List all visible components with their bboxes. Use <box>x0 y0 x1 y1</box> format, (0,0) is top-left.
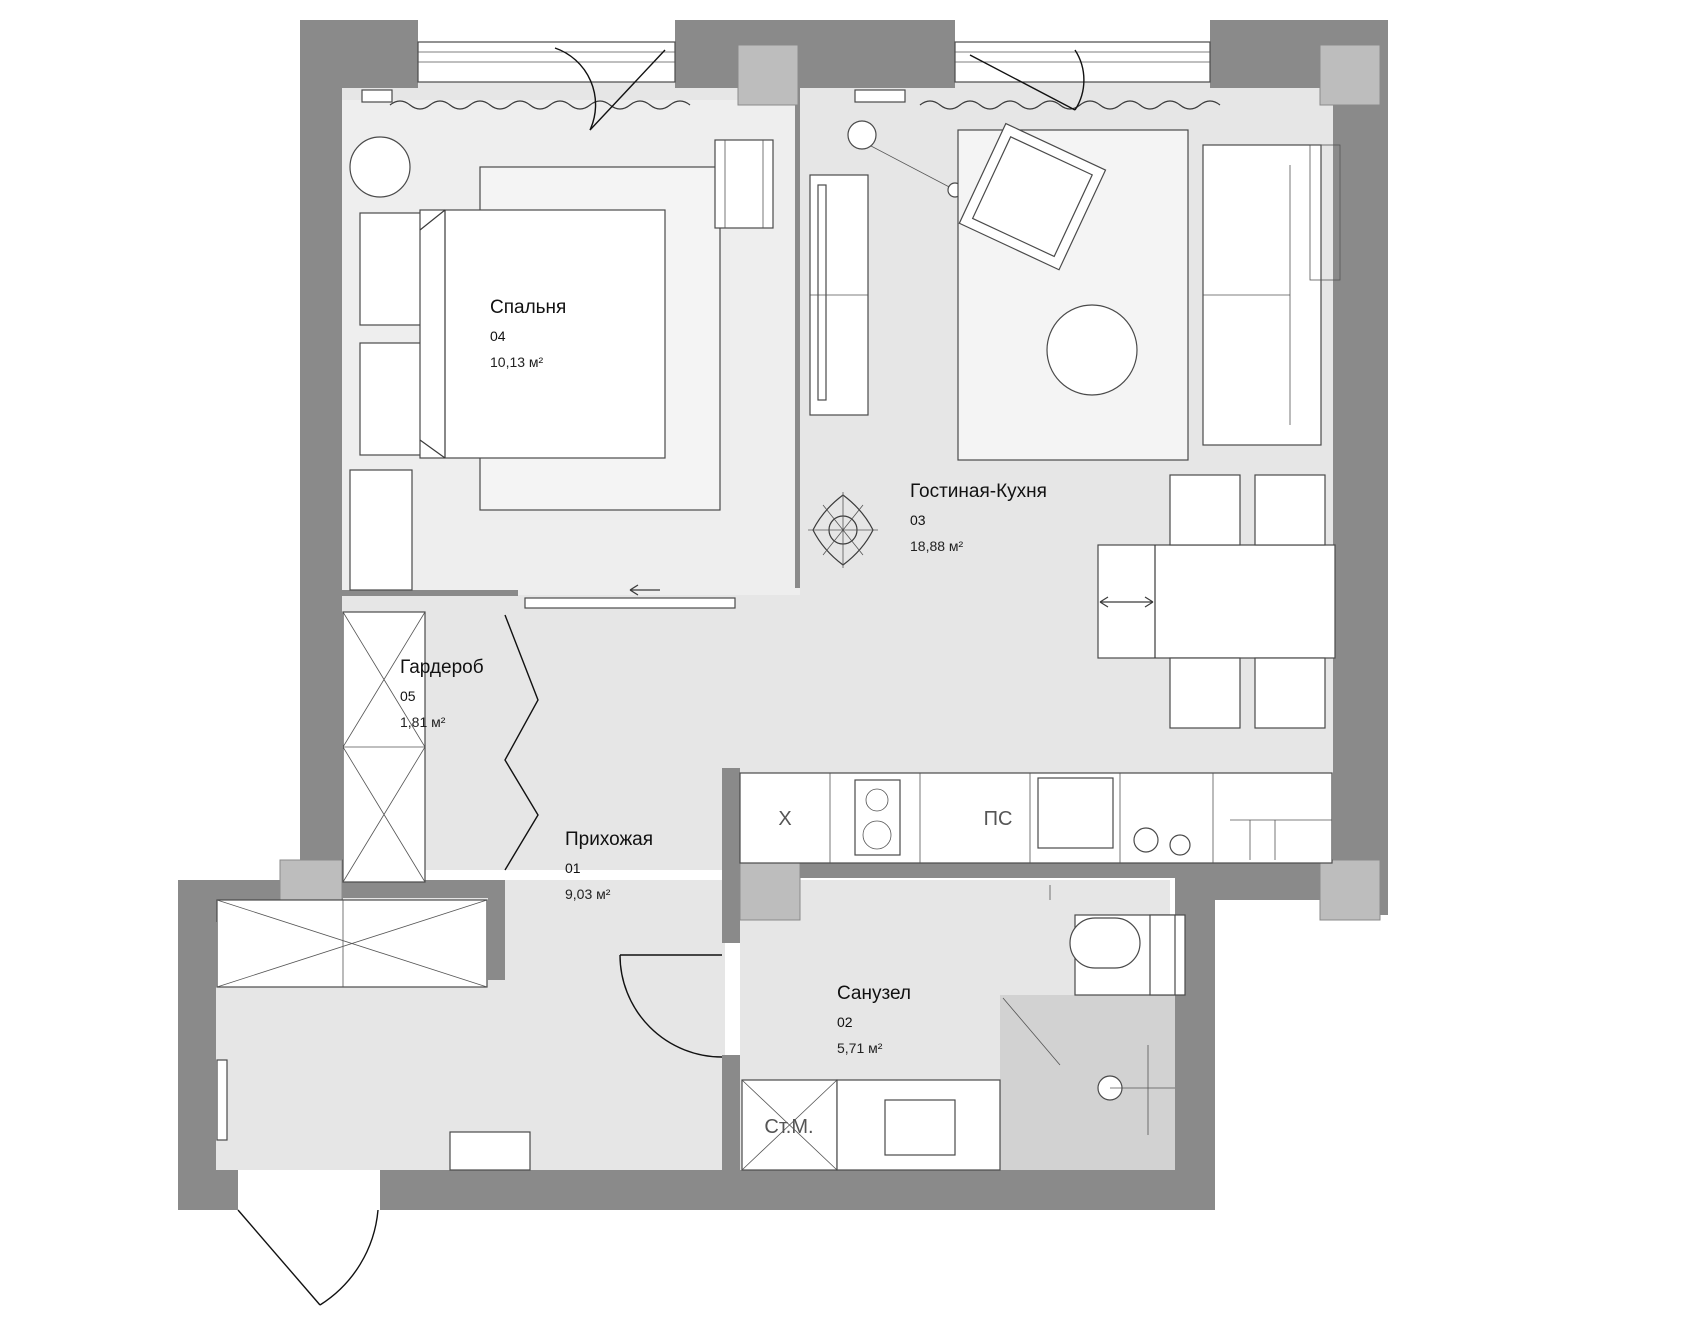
room-label-bedroom: Спальня 04 10,13 м² <box>490 297 566 370</box>
svg-text:04: 04 <box>490 328 506 344</box>
curtain-bedroom <box>389 100 691 110</box>
bath-door <box>619 954 723 1058</box>
svg-text:Прихожая: Прихожая <box>565 829 653 850</box>
svg-text:Санузел: Санузел <box>837 983 911 1004</box>
radiator-living <box>854 89 906 103</box>
chair-1 <box>1169 474 1241 546</box>
bath-fixtures: Ст.М. <box>741 885 1186 1171</box>
chair-4 <box>1254 657 1326 729</box>
fridge-label: Х <box>778 808 791 830</box>
bath-sink <box>884 1099 956 1156</box>
round-table <box>349 136 411 198</box>
room-label-bath: Санузел 02 5,71 м² <box>837 983 911 1056</box>
window-living-swing <box>969 49 1085 111</box>
svg-text:Спальня: Спальня <box>490 297 566 318</box>
nightstand-bottom <box>359 342 423 456</box>
svg-text:5,71 м²: 5,71 м² <box>837 1040 883 1056</box>
column-bath <box>739 859 801 921</box>
chair-2 <box>1254 474 1326 546</box>
svg-text:10,13 м²: 10,13 м² <box>490 354 544 370</box>
washer-label: Ст.М. <box>764 1116 813 1138</box>
armchair-living <box>958 122 1107 271</box>
coffee-table <box>1046 304 1138 396</box>
balcony-door <box>554 47 666 131</box>
entrance-door <box>237 1209 379 1306</box>
windows <box>417 41 1211 83</box>
svg-text:01: 01 <box>565 860 581 876</box>
column-top-middle <box>737 44 799 106</box>
shoe-bench <box>449 1131 531 1171</box>
bedroom-furniture <box>349 136 774 591</box>
svg-text:18,88 м²: 18,88 м² <box>910 538 964 554</box>
radiator-bedroom <box>361 89 393 103</box>
armchair-bedroom <box>714 139 774 229</box>
wardrobe-cabinets <box>216 611 488 988</box>
shaft-label: ПС <box>984 808 1013 830</box>
tv <box>817 184 827 401</box>
sliding-door <box>524 597 736 609</box>
living-furniture <box>809 120 1341 461</box>
entry-bench-left <box>216 1059 228 1141</box>
kitchen-sink <box>1037 777 1114 849</box>
svg-text:9,03 м²: 9,03 м² <box>565 886 611 902</box>
chair-3 <box>1169 657 1241 729</box>
plant <box>808 492 878 568</box>
svg-text:1,81 м²: 1,81 м² <box>400 714 446 730</box>
dresser <box>349 469 413 591</box>
dishwasher <box>1133 827 1159 853</box>
floor-lamp <box>847 120 877 150</box>
walls <box>178 20 1388 1210</box>
svg-text:Гостиная-Кухня: Гостиная-Кухня <box>910 481 1047 502</box>
room-label-hall: Прихожая 01 9,03 м² <box>565 829 653 902</box>
dining-set <box>1097 474 1336 729</box>
svg-text:02: 02 <box>837 1014 853 1030</box>
curtain-living <box>919 100 1221 110</box>
nightstand-top <box>359 212 423 326</box>
bed <box>419 209 666 459</box>
room-label-wardrobe: Гардероб 05 1,81 м² <box>400 657 484 730</box>
column-top-right <box>1319 44 1381 106</box>
svg-text:05: 05 <box>400 688 416 704</box>
kitchen: Х ПС <box>739 772 1333 864</box>
column-right <box>1319 859 1381 921</box>
bifold-door <box>504 614 539 871</box>
columns <box>279 44 1381 921</box>
room-label-living: Гостиная-Кухня 03 18,88 м² <box>910 481 1047 554</box>
svg-text:Гардероб: Гардероб <box>400 657 484 678</box>
svg-text:03: 03 <box>910 512 926 528</box>
cooktop <box>854 779 901 856</box>
